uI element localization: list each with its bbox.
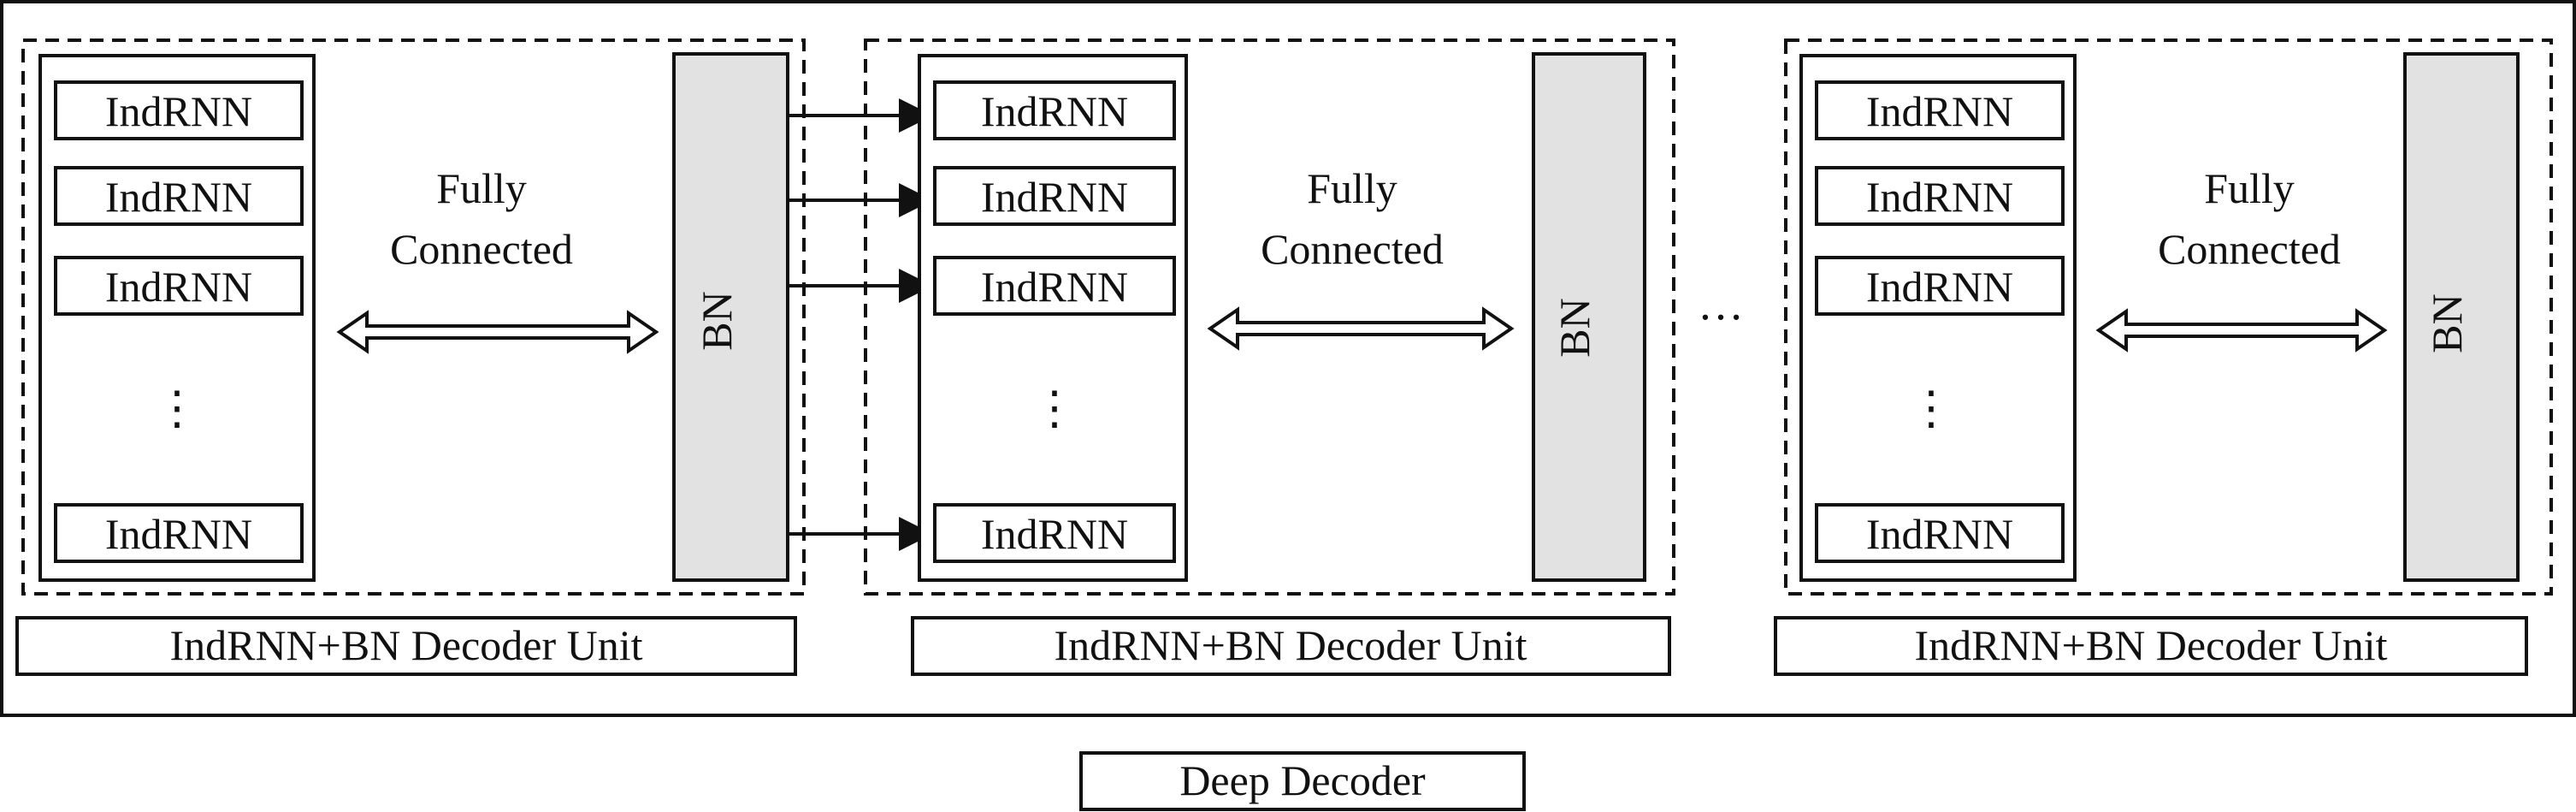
unit-caption-box — [1774, 616, 2528, 676]
indrnn-box — [54, 80, 304, 140]
indrnn-label: IndRNN — [981, 263, 1128, 311]
indrnn-box — [933, 80, 1176, 140]
neuron-column — [918, 54, 1188, 582]
fully-connected-label: Fully — [436, 164, 527, 212]
fully-connected-label: Connected — [390, 225, 573, 273]
deep-decoder-caption-box — [1079, 751, 1526, 811]
neuron-column — [1799, 54, 2077, 582]
indrnn-box — [1815, 80, 2065, 140]
indrnn-box — [933, 503, 1176, 563]
unit-caption: IndRNN+BN Decoder Unit — [169, 621, 642, 669]
indrnn-label: IndRNN — [105, 263, 252, 311]
fully-connected-label: Connected — [1261, 225, 1444, 273]
decoder-unit-3: IndRNN IndRNN IndRNN ⋮ IndRNN Fully Conn… — [1774, 39, 2553, 676]
inter-unit-connections — [788, 98, 933, 551]
unit-caption: IndRNN+BN Decoder Unit — [1054, 621, 1527, 669]
indrnn-box — [54, 166, 304, 226]
bn-label: BN — [1551, 298, 1598, 357]
neuron-column — [38, 54, 316, 582]
indrnn-label: IndRNN — [1866, 87, 2013, 135]
bn-label: BN — [2423, 293, 2471, 353]
indrnn-label: IndRNN — [105, 87, 252, 135]
indrnn-box — [54, 256, 304, 316]
unit-dashed-boundary — [21, 39, 806, 596]
indrnn-label: IndRNN — [1866, 263, 2013, 311]
indrnn-box — [1815, 503, 2065, 563]
deep-decoder-frame — [0, 0, 2576, 717]
unit-dashed-boundary — [1784, 39, 2553, 596]
neuron-ellipsis: ⋮ — [154, 382, 200, 434]
indrnn-box — [933, 166, 1176, 226]
fully-connected-label: Fully — [2204, 164, 2295, 212]
indrnn-label: IndRNN — [1866, 173, 2013, 221]
units-ellipsis: … — [1698, 278, 1744, 329]
unit-caption: IndRNN+BN Decoder Unit — [1914, 621, 2387, 669]
indrnn-label: IndRNN — [981, 510, 1128, 558]
neuron-ellipsis: ⋮ — [1031, 382, 1078, 434]
unit-caption-box — [911, 616, 1671, 676]
fully-connected-label: Fully — [1307, 164, 1397, 212]
indrnn-box — [1815, 166, 2065, 226]
decoder-unit-2: IndRNN IndRNN IndRNN ⋮ IndRNN Fully Conn… — [864, 39, 1675, 676]
bn-layer — [2403, 52, 2520, 582]
fully-connected-label: Connected — [2158, 225, 2341, 273]
bidirectional-arrow — [1207, 306, 1515, 351]
neuron-ellipsis: ⋮ — [1908, 382, 1954, 434]
indrnn-label: IndRNN — [1866, 510, 2013, 558]
bn-layer — [672, 52, 789, 582]
deep-decoder-caption: Deep Decoder — [1179, 756, 1426, 804]
unit-caption-box — [15, 616, 797, 676]
decoder-unit-1: IndRNN IndRNN IndRNN ⋮ IndRNN Fully Conn… — [15, 39, 806, 676]
indrnn-box — [1815, 256, 2065, 316]
unit-dashed-boundary — [864, 39, 1675, 596]
indrnn-label: IndRNN — [981, 87, 1128, 135]
indrnn-box — [54, 503, 304, 563]
indrnn-label: IndRNN — [981, 173, 1128, 221]
bn-layer — [1532, 52, 1646, 582]
indrnn-label: IndRNN — [105, 510, 252, 558]
bn-label: BN — [693, 291, 741, 350]
indrnn-box — [933, 256, 1176, 316]
indrnn-label: IndRNN — [105, 173, 252, 221]
bidirectional-arrow — [2095, 308, 2388, 353]
bidirectional-arrow — [336, 310, 659, 354]
